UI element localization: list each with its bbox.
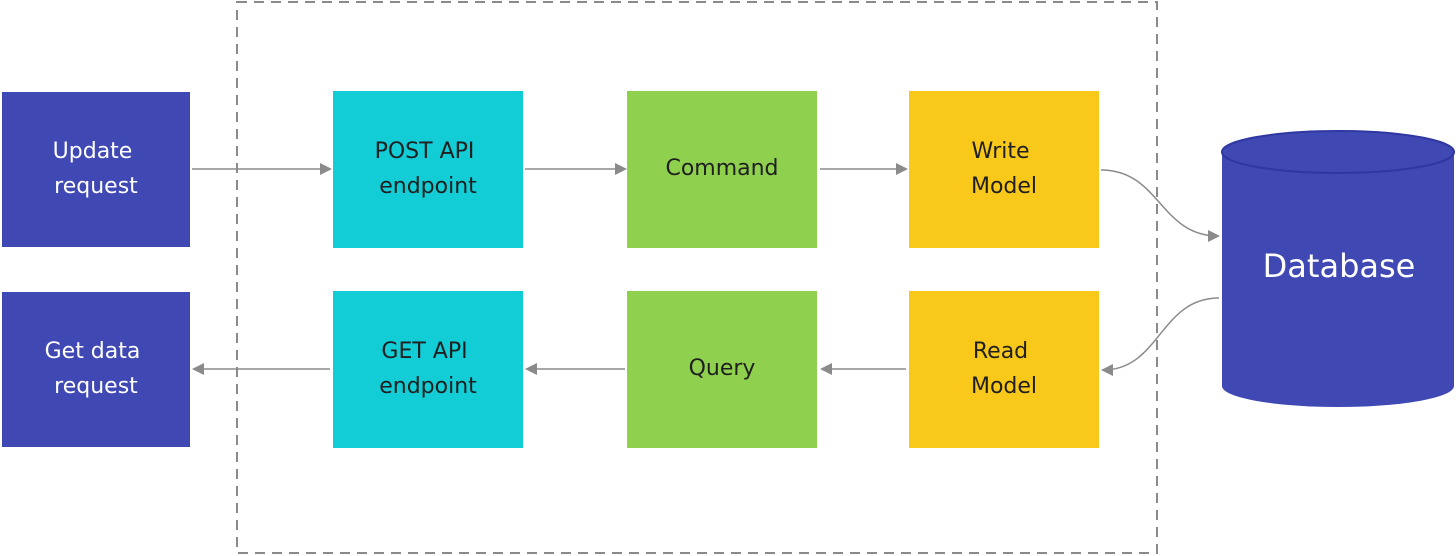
read-model-label-line1: Read <box>973 339 1028 364</box>
get-data-request-node: Get data request <box>2 292 190 447</box>
write-model-label-line2: Model <box>971 174 1037 199</box>
svg-text:Get data request: Get data request <box>45 339 148 399</box>
database-cylinder-top <box>1221 130 1455 174</box>
read-model-node: Read Model <box>909 291 1099 448</box>
svg-text:Query: Query <box>689 356 756 381</box>
database-cylinder-body <box>1222 152 1454 407</box>
svg-text:GET API endpoint: GET API endpoint <box>379 339 477 399</box>
read-model-label-line2: Model <box>971 374 1037 399</box>
query-label: Query <box>689 356 756 381</box>
svg-text:Command: Command <box>665 156 778 181</box>
update-request-node: Update request <box>2 92 190 247</box>
post-api-label-line2: endpoint <box>379 174 477 199</box>
arrow-write-to-database <box>1100 169 1220 242</box>
get-api-label-line2: endpoint <box>379 374 477 399</box>
connectors <box>192 163 1220 376</box>
database-node: Database <box>1221 130 1455 407</box>
get-data-request-label-line1: Get data <box>45 339 141 364</box>
post-api-label-line1: POST API <box>375 139 475 164</box>
svg-text:POST API endpoint: POST API endpoint <box>375 139 482 199</box>
svg-text:Read Model: Read Model <box>971 339 1037 399</box>
write-model-node: Write Model <box>909 91 1099 248</box>
get-data-request-label-line2: request <box>54 374 138 399</box>
update-request-label-line1: Update <box>53 139 133 164</box>
post-api-endpoint-node: POST API endpoint <box>333 91 523 248</box>
query-node: Query <box>627 291 817 448</box>
get-api-label-line1: GET API <box>381 339 467 364</box>
update-request-label-line2: request <box>54 174 138 199</box>
application-boundary <box>236 1 1158 554</box>
command-label: Command <box>665 156 778 181</box>
command-node: Command <box>627 91 817 248</box>
svg-text:Write Model: Write Model <box>971 139 1037 199</box>
database-label: Database <box>1263 247 1416 285</box>
get-api-endpoint-node: GET API endpoint <box>333 291 523 448</box>
arrow-database-to-read <box>1101 297 1220 376</box>
write-model-label-line1: Write <box>971 139 1029 164</box>
svg-text:Update request: Update request <box>53 139 140 199</box>
